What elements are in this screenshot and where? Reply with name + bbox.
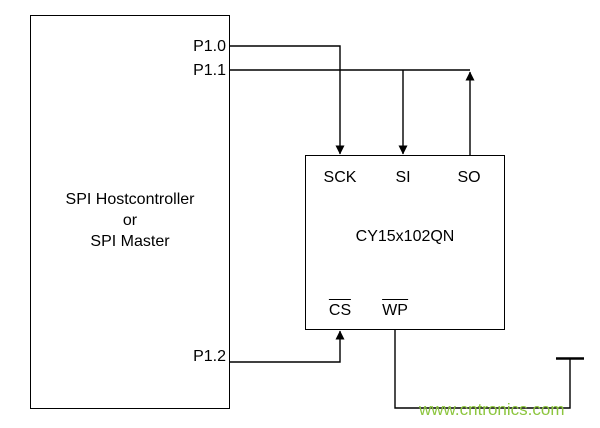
- spi-master-box: [30, 15, 230, 409]
- wp-overline-text: WP: [382, 299, 408, 320]
- cs-overline-text: CS: [328, 299, 352, 320]
- spi-master-label-line3: SPI Master: [90, 233, 170, 250]
- spi-master-label: SPI Hostcontroller or SPI Master: [30, 189, 230, 252]
- chip-part-number: CY15x102QN: [355, 228, 455, 245]
- fram-chip-box: [305, 155, 505, 330]
- spi-master-label-line1: SPI Hostcontroller: [65, 191, 195, 208]
- wire-wp-to-rail: [394, 330, 571, 409]
- pin-label-so: SO: [457, 169, 481, 186]
- pin-label-wp-activelow: WP: [382, 299, 408, 320]
- wire-p1-2-to-cs: [230, 330, 345, 363]
- wire-p1-0-to-sck: [230, 45, 345, 155]
- pin-label-cs-activelow: CS: [328, 299, 352, 320]
- pin-label-p1-0: P1.0: [193, 38, 226, 55]
- spi-master-label-line2: or: [122, 212, 138, 229]
- pin-label-si: SI: [395, 169, 411, 186]
- pin-label-sck: SCK: [323, 169, 357, 186]
- pin-label-p1-2: P1.2: [193, 348, 226, 365]
- pin-label-p1-1: P1.1: [193, 62, 226, 79]
- watermark-text: www.cntronics.com: [419, 400, 565, 419]
